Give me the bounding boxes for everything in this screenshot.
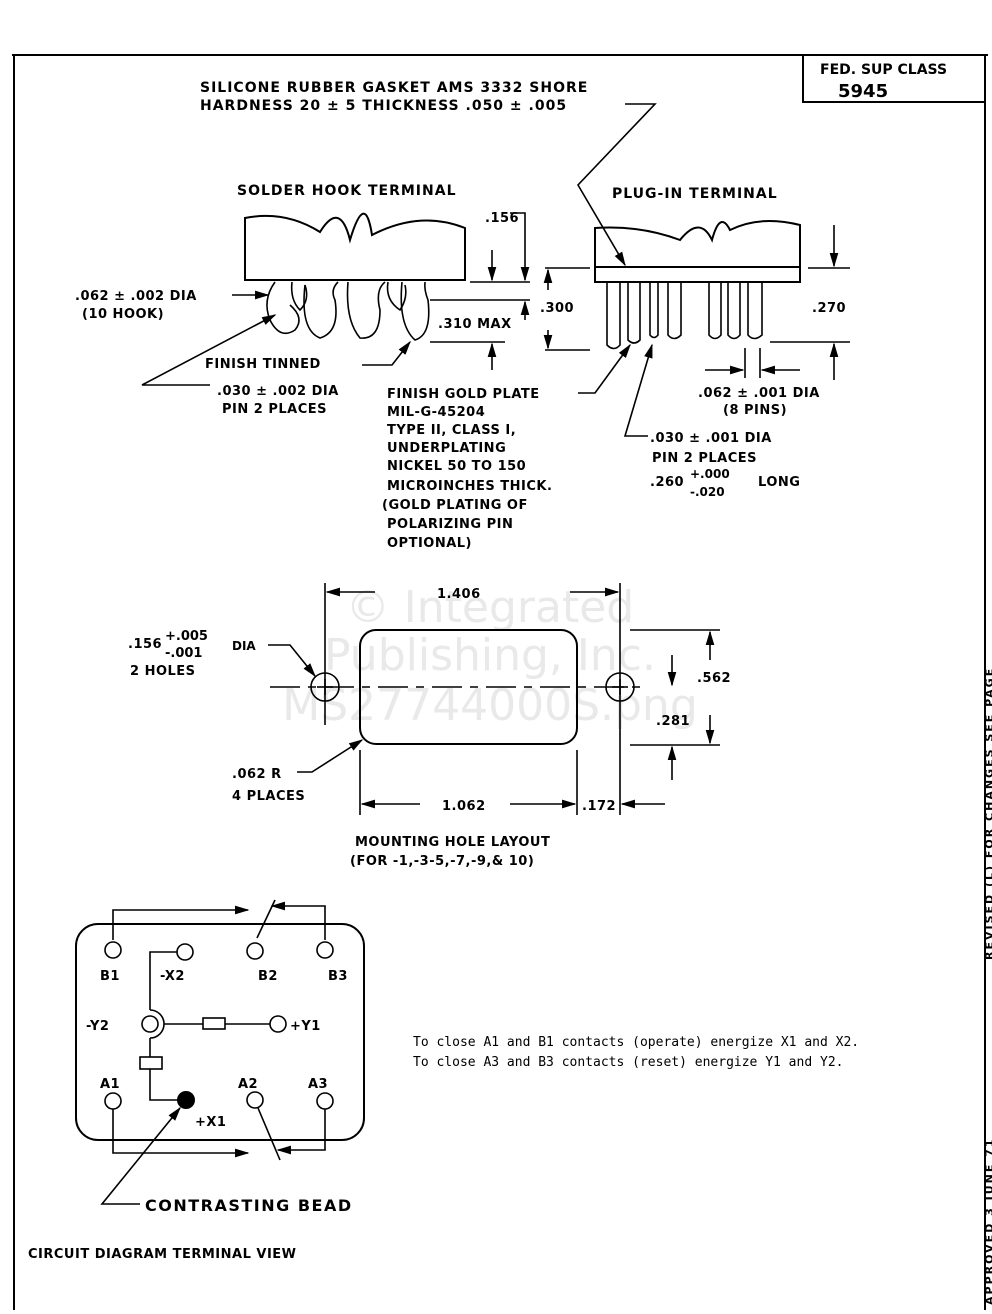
mounting-caption-line-1: MOUNTING HOLE LAYOUT [355, 835, 550, 850]
mounting-hole-layout: 1.406 .156 +.005 -.001 DIA 2 HOLES .062 … [128, 583, 731, 869]
watermark: © Integrated Publishing, Inc. MS27744000… [282, 582, 698, 731]
operating-note: To close A1 and B1 contacts (operate) en… [413, 1035, 859, 1070]
hole-minus-tol: -.001 [165, 646, 202, 661]
radius-line-1: .062 R [232, 767, 282, 782]
hole-count: 2 HOLES [130, 664, 196, 679]
dim-562: .562 [697, 671, 731, 686]
label-x2: -X2 [160, 969, 185, 984]
small-pin-line-2: PIN 2 PLACES [652, 451, 757, 466]
hook-dia-line-2: (10 HOOK) [82, 307, 164, 322]
length-suffix: LONG [758, 475, 800, 490]
terminal-b3 [316, 941, 334, 959]
pin-dia-8-line-1: .062 ± .001 DIA [698, 386, 820, 401]
gold-note-line: MIL-G-45204 [387, 405, 485, 420]
mounting-caption-line-2: (FOR -1,-3-5,-7,-9,& 10) [350, 854, 534, 869]
terminal-y1 [269, 1015, 287, 1033]
length-plus-tol: +.000 [690, 467, 730, 481]
gold-note-line: TYPE II, CLASS I, [387, 423, 516, 438]
gold-note-line: MICROINCHES THICK. [387, 479, 552, 494]
dim-300: .300 [540, 301, 574, 316]
hole-base: .156 [128, 637, 162, 652]
hole-plus-tol: +.005 [165, 629, 208, 644]
label-b1: B1 [100, 969, 120, 984]
dim-1406: 1.406 [437, 587, 481, 602]
pin-dia-line-1: .030 ± .002 DIA [217, 384, 339, 399]
coil-x [139, 1056, 163, 1070]
length-base: .260 [650, 475, 684, 490]
label-x1: +X1 [195, 1115, 226, 1130]
gold-note-line: NICKEL 50 TO 150 [387, 459, 526, 474]
label-a1: A1 [100, 1077, 120, 1092]
terminal-y2 [141, 1015, 159, 1033]
gold-note-line: UNDERPLATING [387, 441, 506, 456]
contrasting-bead-terminal-x1 [177, 1091, 195, 1109]
label-y2: -Y2 [86, 1019, 109, 1034]
operating-note-line-2: To close A3 and B3 contacts (reset) ener… [413, 1055, 843, 1070]
plug-pins [606, 282, 763, 350]
approved-text: APPROVED 3 JUNE 71 [983, 1137, 992, 1305]
terminal-b2 [246, 942, 264, 960]
watermark-line-1: © Integrated [346, 582, 634, 633]
watermark-line-2: Publishing, Inc. [324, 630, 656, 681]
watermark-line-3: MS27744000S.png [282, 680, 698, 731]
gold-note-line: POLARIZING PIN [387, 517, 513, 532]
pin-dia-line-2: PIN 2 PLACES [222, 402, 327, 417]
label-b3: B3 [328, 969, 348, 984]
circuit-diagram: B1 -X2 B2 B3 -Y2 +Y1 +X1 A1 A2 A3 CONTRA… [28, 899, 365, 1262]
circuit-caption: CIRCUIT DIAGRAM TERMINAL VIEW [28, 1247, 297, 1262]
fsc-value: 5945 [838, 81, 888, 102]
gasket-note-line-2: HARDNESS 20 ± 5 THICKNESS .050 ± .005 [200, 98, 567, 114]
solder-hook-body [244, 212, 466, 281]
terminal-a1 [104, 1092, 122, 1110]
dim-172: .172 [582, 799, 616, 814]
fsc-label: FED. SUP CLASS [820, 62, 947, 78]
terminal-b1 [104, 941, 122, 959]
label-a3: A3 [308, 1077, 328, 1092]
finish-tinned-label: FINISH TINNED [205, 357, 321, 372]
gasket-leader [577, 103, 657, 267]
solder-hook-terminal-view: SOLDER HOOK TERMINAL .156 .300 .310 MAX … [75, 183, 590, 417]
cutout-outline [359, 629, 578, 745]
dim-310-max: .310 MAX [438, 317, 512, 332]
dim-281: .281 [656, 714, 690, 729]
dim-270: .270 [812, 301, 846, 316]
relay-outline [75, 923, 365, 1141]
hook-dia-line-1: .062 ± .002 DIA [75, 289, 197, 304]
coil-y [202, 1017, 226, 1030]
dim-156: .156 [485, 211, 519, 226]
revised-text: REVISED (L) FOR CHANGES SEE PAGE [983, 667, 992, 960]
label-y1: +Y1 [290, 1019, 321, 1034]
label-a2: A2 [238, 1077, 258, 1092]
gasket-note-line-1: SILICONE RUBBER GASKET AMS 3332 SHORE [200, 80, 588, 96]
revision-margin: REVISED (L) FOR CHANGES SEE PAGE APPROVE… [983, 667, 992, 1305]
plug-in-title: PLUG-IN TERMINAL [612, 186, 778, 202]
gold-note-line: (GOLD PLATING OF [382, 498, 528, 513]
terminal-x2 [176, 943, 194, 961]
fsc-box: FED. SUP CLASS 5945 [802, 54, 986, 103]
small-pin-line-1: .030 ± .001 DIA [650, 431, 772, 446]
terminal-a3 [316, 1092, 334, 1110]
gasket-note: SILICONE RUBBER GASKET AMS 3332 SHORE HA… [200, 80, 657, 267]
contrasting-bead-label: CONTRASTING BEAD [145, 1196, 353, 1215]
dim-1062: 1.062 [442, 799, 486, 814]
gold-note-line: OPTIONAL) [387, 536, 472, 551]
terminal-a2 [246, 1091, 264, 1109]
pin-dia-8-line-2: (8 PINS) [723, 403, 787, 418]
operating-note-line-1: To close A1 and B1 contacts (operate) en… [413, 1035, 859, 1050]
hole-dia-label: DIA [232, 639, 256, 653]
radius-line-2: 4 PLACES [232, 789, 305, 804]
plug-in-terminal-view: PLUG-IN TERMINAL .270 .062 ± .001 DIA (8… [594, 186, 850, 499]
gold-note-line: FINISH GOLD PLATE [387, 387, 540, 402]
label-b2: B2 [258, 969, 278, 984]
gold-plate-note: FINISH GOLD PLATE MIL-G-45204 TYPE II, C… [382, 343, 631, 551]
solder-hook-title: SOLDER HOOK TERMINAL [237, 183, 457, 199]
length-minus-tol: -.020 [690, 485, 725, 499]
